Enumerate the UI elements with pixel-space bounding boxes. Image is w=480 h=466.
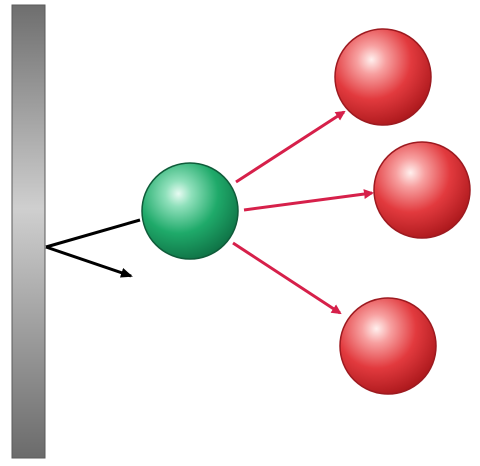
arrow-to-middle-red-ball — [243, 189, 374, 212]
middle-red-ball — [373, 141, 471, 239]
incoming-arrow — [45, 218, 141, 249]
scatter-arrows — [232, 110, 374, 315]
arrow-to-top-red-ball — [235, 110, 346, 184]
top-red-ball — [334, 28, 432, 126]
reflection-arrows — [45, 218, 141, 278]
bottom-red-ball — [339, 297, 437, 395]
green-ball — [141, 162, 239, 260]
reflected-arrow — [45, 245, 133, 278]
arrow-to-bottom-red-ball — [232, 241, 342, 315]
wall — [11, 4, 46, 459]
